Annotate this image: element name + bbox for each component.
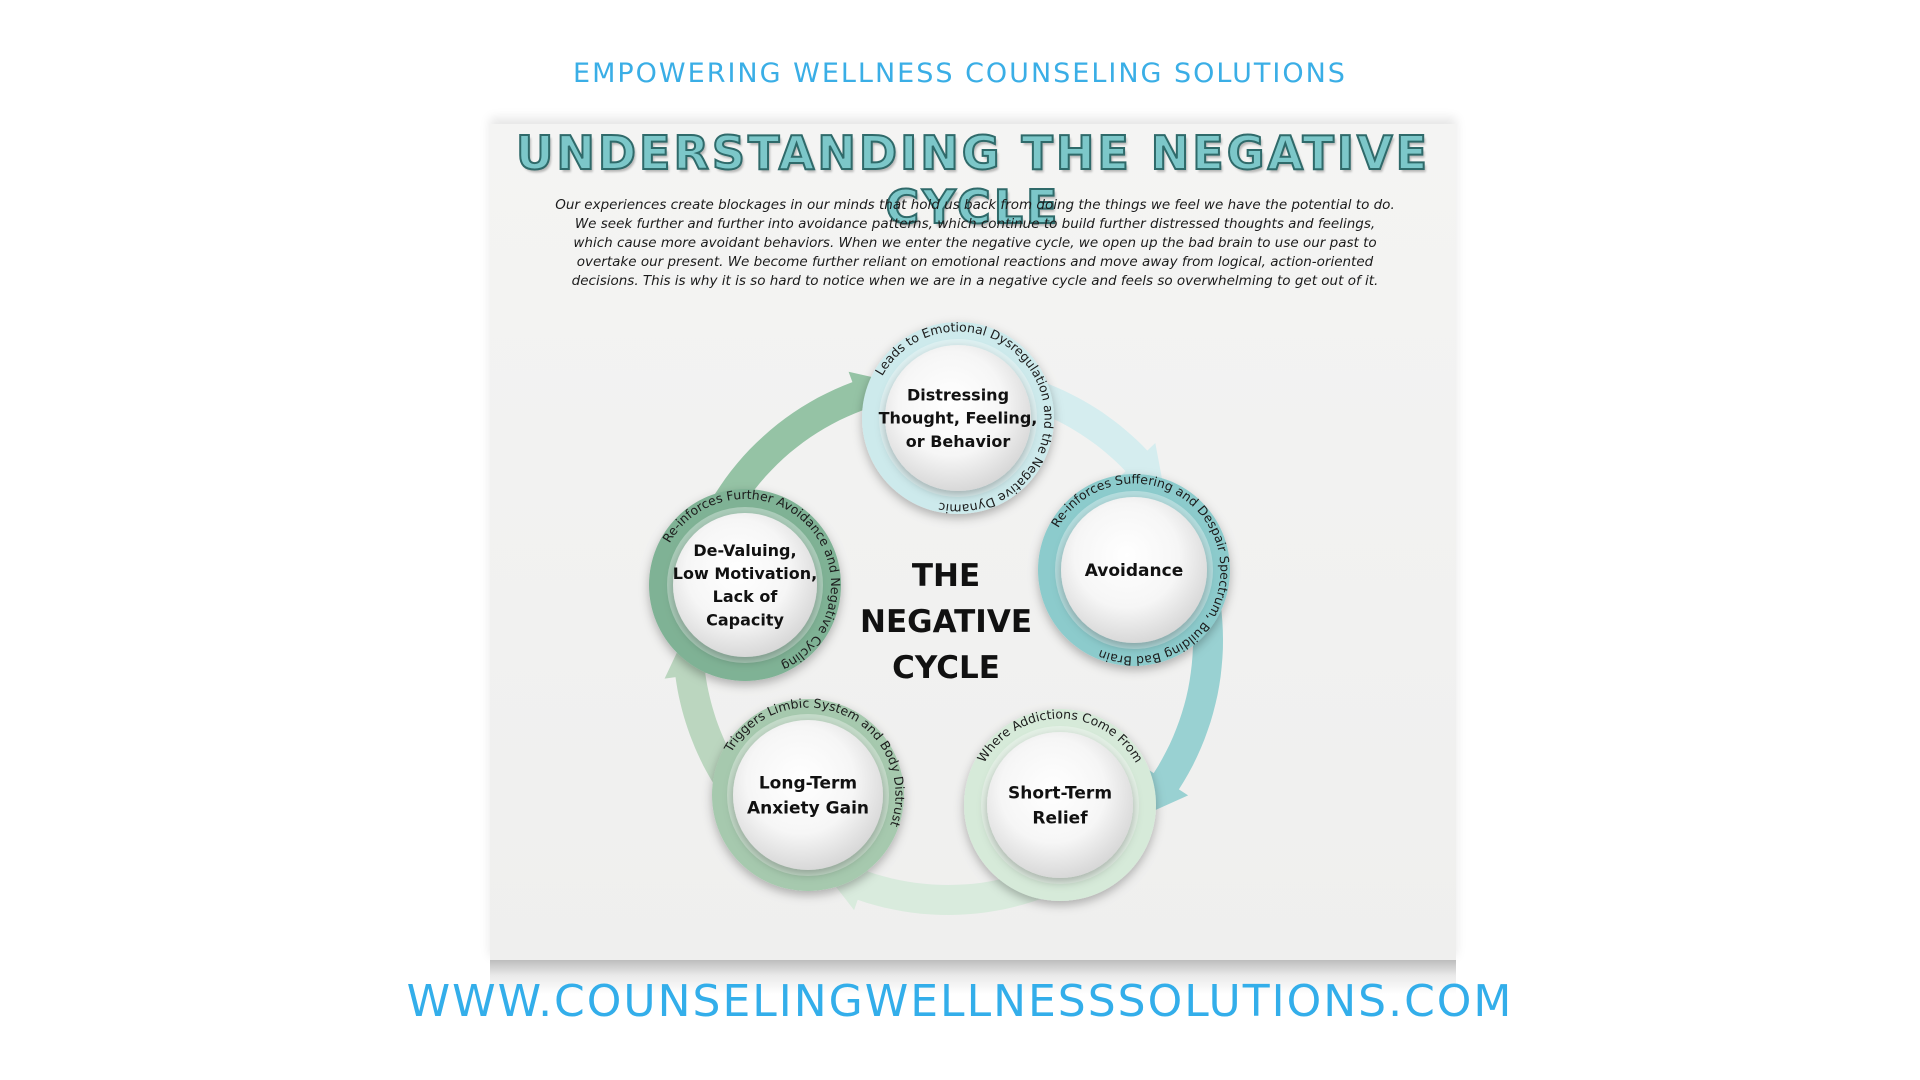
intro-line: which cause more avoidant behaviors. Whe…: [573, 235, 1377, 251]
node-label-line: Avoidance: [1085, 561, 1184, 581]
cycle-node-avoidance: Re-inforces Suffering and Despair Spectr…: [1038, 471, 1233, 669]
node-label-line: Short-Term: [1008, 784, 1112, 804]
node-label-line: Lack of: [713, 587, 779, 606]
cycle-node-de-valuing: Re-inforces Further Avoidance and Negati…: [649, 487, 843, 681]
node-disc: [885, 345, 1031, 491]
node-label-line: Relief: [1032, 808, 1088, 828]
center-title-line: CYCLE: [892, 650, 1000, 686]
paper-bottom-shadow: [490, 960, 1456, 994]
website-url: WWW.COUNSELINGWELLNESSSOLUTIONS.COM: [406, 976, 1514, 1027]
node-disc: [733, 720, 883, 870]
node-label-line: Low Motivation,: [673, 564, 817, 583]
cycle-arrow-short-term-relief: [820, 857, 1075, 915]
node-label-line: Long-Term: [759, 774, 857, 794]
node-label-line: Distressing: [907, 385, 1009, 404]
cycle-node-long-term-anxiety: Triggers Limbic System and Body Distrust…: [712, 695, 908, 891]
center-title-line: NEGATIVE: [860, 604, 1032, 640]
infographic-title: UNDERSTANDING THE NEGATIVE CYCLE: [515, 125, 1431, 235]
center-title-line: THE: [911, 558, 981, 594]
node-disc: [1061, 497, 1207, 643]
cycle-node-short-term-relief: Where Addictions Come FromShort-TermReli…: [964, 706, 1156, 901]
cycle-node-distressing: Leads to Emotional Dysregulation and the…: [862, 319, 1057, 517]
intro-line: Our experiences create blockages in our …: [555, 197, 1395, 213]
node-label-line: Anxiety Gain: [747, 798, 869, 818]
intro-line: decisions. This is why it is so hard to …: [571, 273, 1379, 289]
brand-header: EMPOWERING WELLNESS COUNSELING SOLUTIONS: [573, 58, 1347, 89]
node-label-line: Thought, Feeling,: [879, 409, 1038, 428]
intro-paragraph: Our experiences create blockages in our …: [528, 196, 1422, 291]
node-label-line: Capacity: [706, 610, 784, 629]
intro-line: overtake our present. We become further …: [576, 254, 1374, 270]
node-disc: [673, 513, 817, 657]
intro-line: We seek further and further into avoidan…: [574, 216, 1376, 232]
node-disc: [987, 732, 1133, 878]
center-title: THE NEGATIVE CYCLE: [840, 553, 1052, 691]
node-label-line: or Behavior: [906, 432, 1011, 451]
node-label-line: De-Valuing,: [693, 541, 796, 560]
